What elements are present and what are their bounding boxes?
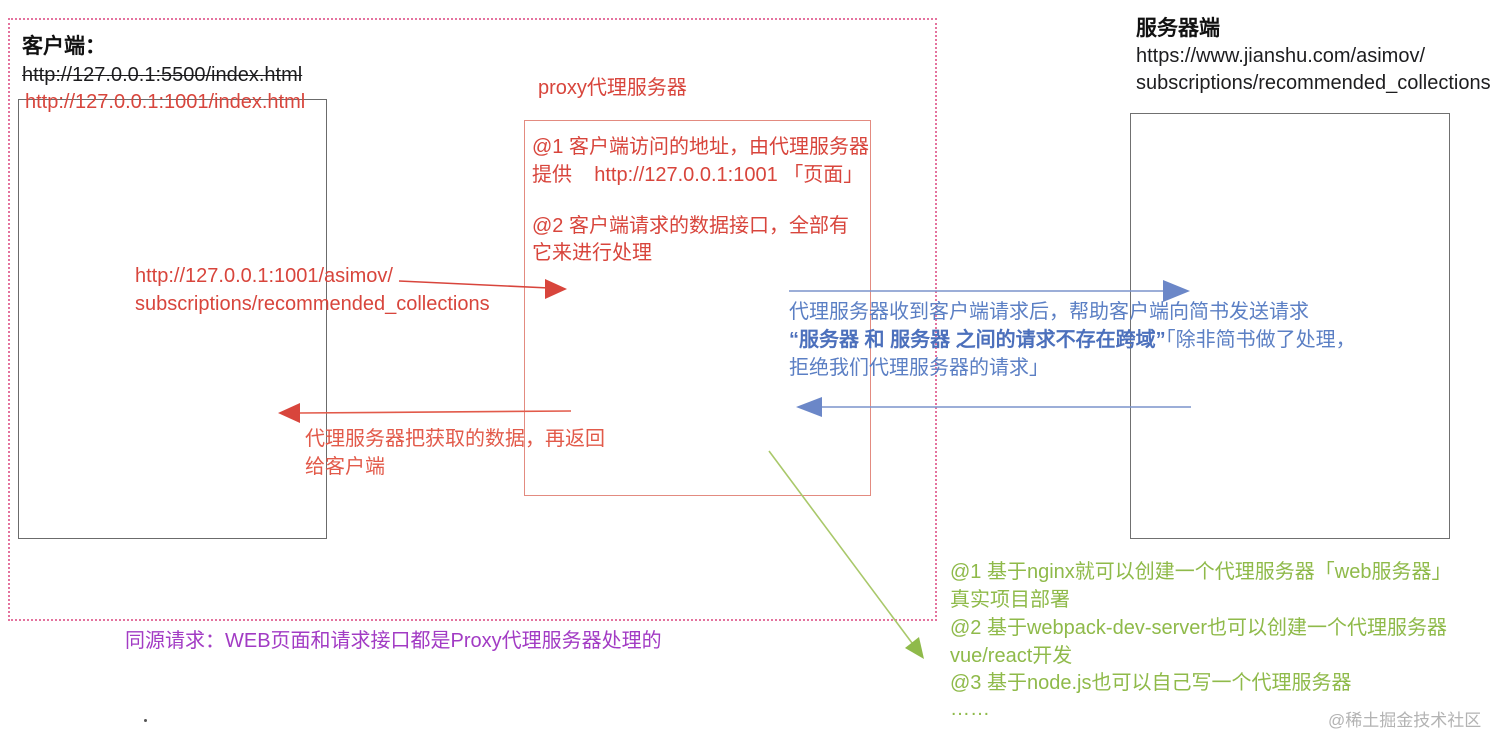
server-url-line1: https://www.jianshu.com/asimov/ <box>1136 45 1425 67</box>
request-label-line2: subscriptions/recommended_collections <box>135 293 490 315</box>
proxy-title: proxy代理服务器 <box>538 77 687 99</box>
client-old-url-strikethrough: http://127.0.0.1:5500/index.html <box>22 64 303 86</box>
client-proxy-url: http://127.0.0.1:1001/index.html <box>25 91 306 113</box>
server-title: 服务器端 <box>1136 17 1220 40</box>
same-origin-note: 同源请求：WEB页面和请求接口都是Proxy代理服务器处理的 <box>125 630 662 652</box>
return-note-line2: 给客户端 <box>305 456 385 478</box>
remote-server-box <box>1130 113 1450 539</box>
watermark: @稀土掘金技术社区 <box>1328 711 1482 730</box>
forward-note-line2: “服务器 和 服务器 之间的请求不存在跨域”「除非简书做了处理， <box>789 327 1356 353</box>
tools-note-line6: …… <box>950 698 990 720</box>
forward-note-line1: 代理服务器收到客户端请求后，帮助客户端向简书发送请求 <box>789 301 1309 323</box>
tools-note-line4: vue/react开发 <box>950 645 1073 667</box>
tools-note-line1: @1 基于nginx就可以创建一个代理服务器「web服务器」 <box>950 561 1452 583</box>
stray-dot <box>144 719 147 722</box>
request-label-line1: http://127.0.0.1:1001/asimov/ <box>135 265 393 287</box>
tools-arrow-head <box>905 637 924 659</box>
tools-note-line5: @3 基于node.js也可以自己写一个代理服务器 <box>950 672 1352 694</box>
client-title: 客户端： <box>22 35 106 58</box>
client-box <box>18 99 327 539</box>
server-url-line2: subscriptions/recommended_collections <box>1136 72 1491 94</box>
proxy-note1-line2: 提供 http://127.0.0.1:1001 「页面」 <box>532 164 864 186</box>
proxy-note1-line1: @1 客户端访问的地址，由代理服务器 <box>532 136 869 158</box>
tools-note-line2: 真实项目部署 <box>950 589 1070 611</box>
proxy-server-box <box>524 120 871 496</box>
forward-note-rest: 「除非简书做了处理， <box>1165 329 1356 351</box>
forward-note-line3: 拒绝我们代理服务器的请求」 <box>789 357 1049 379</box>
same-origin-dotted-region <box>8 18 937 621</box>
tools-note-line3: @2 基于webpack-dev-server也可以创建一个代理服务器 <box>950 617 1448 639</box>
forward-note-bold: “服务器 和 服务器 之间的请求不存在跨域” <box>789 329 1166 351</box>
proxy-note2-line1: @2 客户端请求的数据接口，全部有 <box>532 215 849 237</box>
return-note-line1: 代理服务器把获取的数据，再返回 <box>305 428 605 450</box>
proxy-note2-line2: 它来进行处理 <box>532 242 652 264</box>
